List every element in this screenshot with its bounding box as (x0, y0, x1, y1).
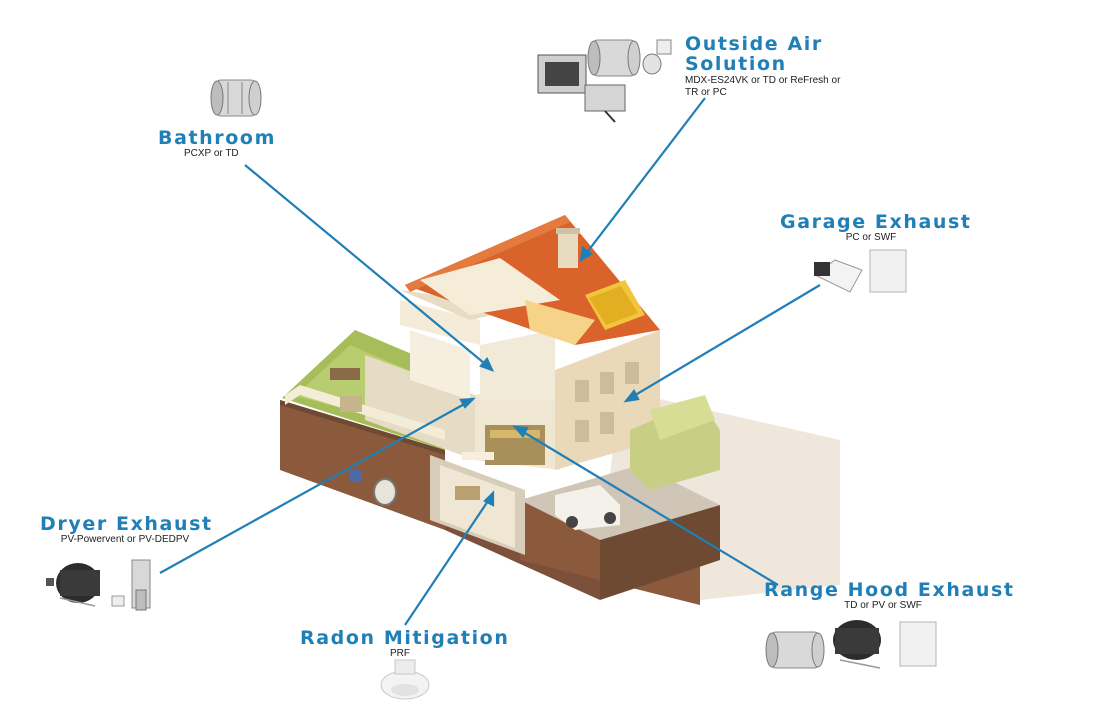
dryer-callout: Dryer Exhaust PV-Powervent or PV-DEDPV (40, 513, 213, 546)
range-hood-title: Range Hood Exhaust (764, 579, 1015, 601)
radon-fan-icon (380, 659, 430, 700)
range-hood-products: TD or PV or SWF (844, 600, 922, 611)
inline-fan-icon (210, 79, 262, 117)
radon-callout-line (404, 497, 491, 626)
ventilator-unit-icon (537, 54, 626, 123)
garage-products: PC or SWF (845, 232, 897, 243)
wall-control-icon (656, 39, 672, 55)
dryer-booster-fan-icon (46, 563, 100, 607)
outside-air-title-line1: Outside Air (685, 33, 823, 55)
garage-callout: Garage Exhaust PC or SWF (780, 211, 972, 244)
outside-air-products-line1: MDX-ES24VK or TD or ReFresh or (685, 75, 841, 86)
bathroom-products: PCXP or TD (184, 148, 239, 159)
range-hood-callout-line (519, 429, 779, 586)
radon-callout: Radon Mitigation PRF (300, 627, 510, 660)
garage-title: Garage Exhaust (780, 211, 972, 233)
outside-air-callout-line (584, 97, 706, 256)
wall-panel-icon (869, 249, 907, 293)
bathroom-title: Bathroom (158, 127, 276, 149)
dryer-products: PV-Powervent or PV-DEDPV (60, 534, 190, 545)
inline-fan-icon (765, 631, 825, 669)
ceiling-exhaust-fan-icon (814, 259, 863, 293)
dryer-booster-fan-icon (111, 559, 151, 611)
wall-panel-icon (899, 621, 937, 667)
garage-callout-line (631, 284, 821, 398)
inline-fan-icon (587, 39, 662, 77)
dryer-title: Dryer Exhaust (40, 513, 213, 535)
outside-air-callout: Outside Air Solution MDX-ES24VK or TD or… (685, 34, 840, 99)
outside-air-title-line2: Solution (685, 53, 787, 75)
outside-air-products-line2: TR or PC (685, 87, 727, 98)
callout-lines (159, 97, 821, 626)
radon-title: Radon Mitigation (300, 627, 510, 649)
bathroom-callout-line (244, 164, 491, 369)
radon-products: PRF (390, 648, 410, 659)
dryer-callout-line (159, 401, 469, 574)
dryer-booster-fan-icon (833, 620, 881, 669)
range-hood-callout: Range Hood Exhaust TD or PV or SWF (764, 579, 1015, 612)
bathroom-callout: Bathroom PCXP or TD (158, 128, 276, 160)
house-cutaway (280, 215, 720, 605)
